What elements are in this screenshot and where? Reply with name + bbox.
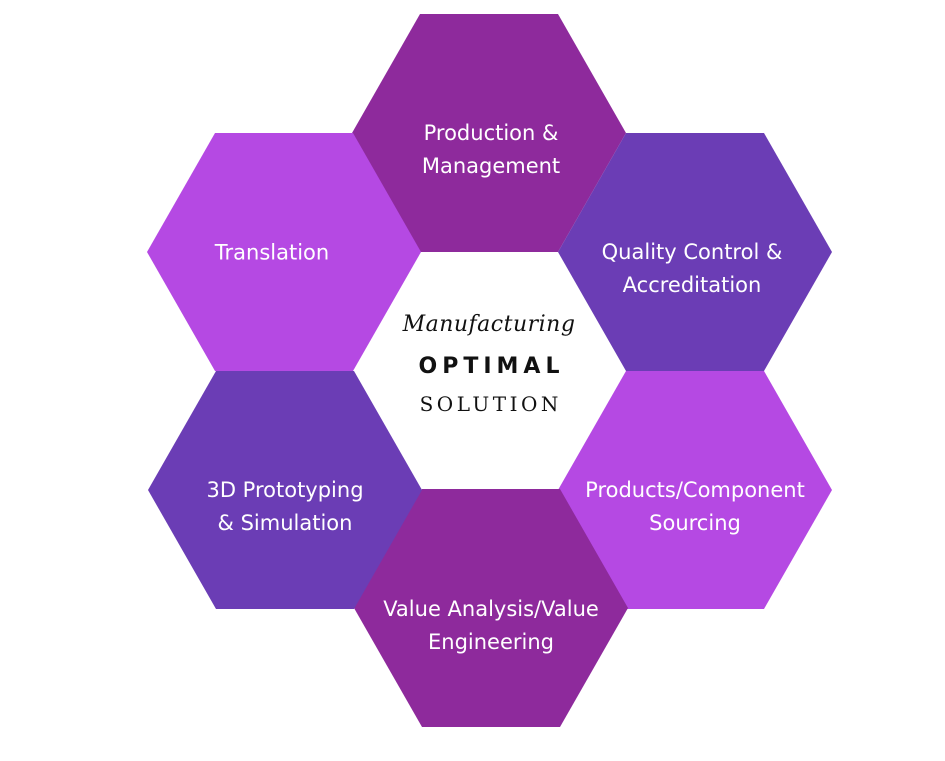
label-line: & Simulation [217,511,353,535]
label-line: Management [421,154,561,178]
hexagon-label-quality: Quality Control & Accreditation [602,236,783,302]
label-line: Products/Component [585,478,805,502]
center-title-solution: SOLUTION [419,392,562,416]
hexagon-quality [558,133,832,371]
label-line: Sourcing [649,511,741,535]
label-line: 3D Prototyping [206,478,364,502]
hexagon-production [352,14,626,252]
hexagon-label-prototyping: 3D Prototyping & Simulation [206,474,363,540]
hexagon-value [354,489,628,727]
label-line: Production & [423,121,559,145]
label-line: Quality Control & [601,240,783,264]
hexagon-translation [147,133,421,371]
label-line: Value Analysis/Value [383,597,599,621]
label-line: Translation [214,240,330,265]
hexagon-label-translation: Translation [215,237,329,270]
hexagon-label-products: Products/Component Sourcing [585,474,805,540]
label-line: Accreditation [622,273,762,297]
hexagon-prototyping [148,371,422,609]
hexagon-label-value: Value Analysis/Value Engineering [383,593,599,659]
center-title-optimal: OPTIMAL [418,354,565,379]
label-line: Engineering [427,630,554,654]
center-title-manufacturing: Manufacturing [402,312,576,337]
hexagon-label-production: Production & Management [422,117,560,183]
hexagon-products [558,371,832,609]
